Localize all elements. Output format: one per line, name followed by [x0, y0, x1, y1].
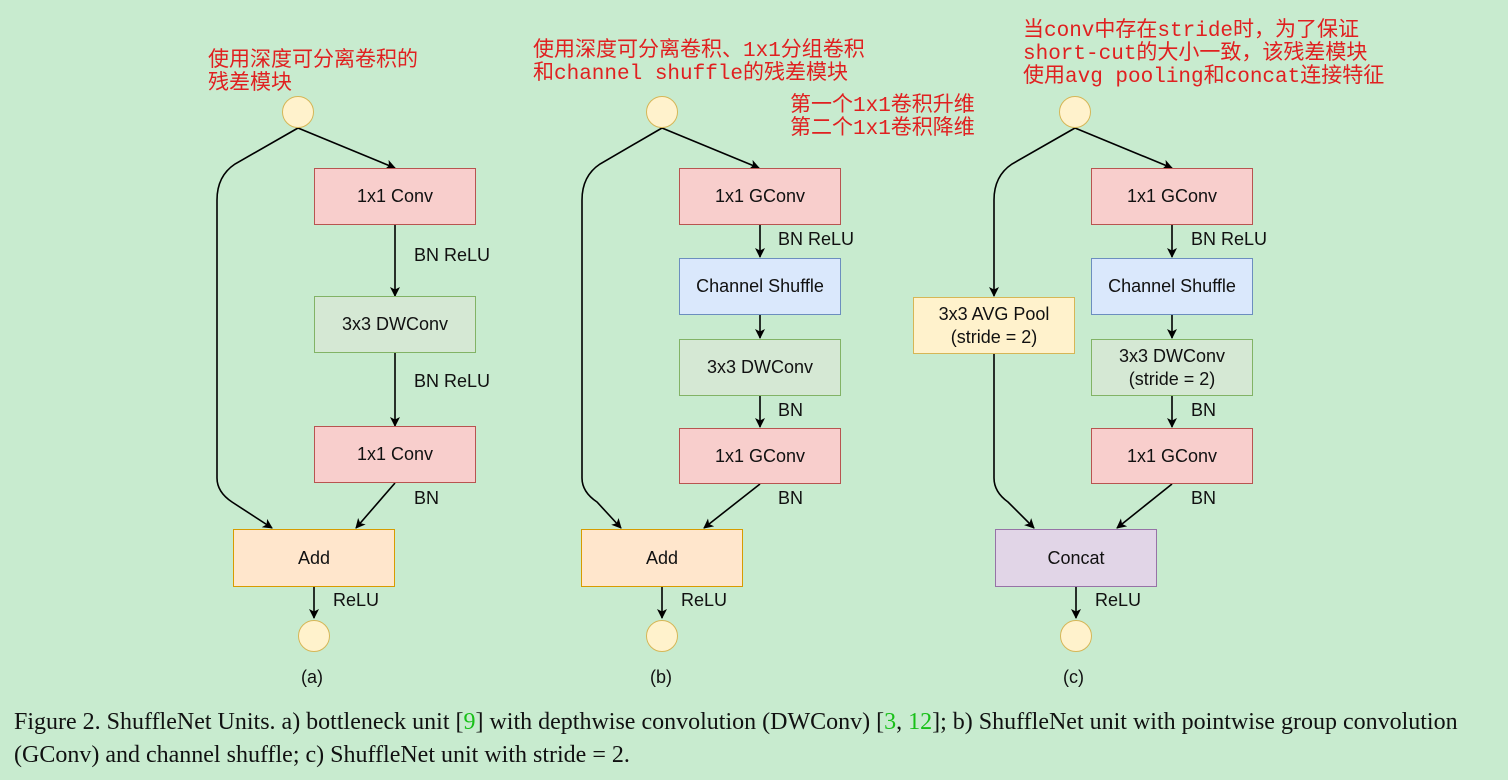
unit-a-input-node	[282, 96, 314, 128]
unit-c-edge4-label: ReLU	[1095, 590, 1142, 610]
edge-a-input-conv1	[297, 127, 396, 170]
edge-c-gconv2-concat	[1116, 483, 1173, 529]
unit-a-add-box: Add	[233, 529, 395, 587]
unit-b-add-box: Add	[581, 529, 743, 587]
annotation-a: 使用深度可分离卷积的 残差模块	[208, 50, 418, 96]
unit-b-edge4-label: ReLU	[681, 590, 728, 610]
unit-b-gconv1-box: 1x1 GConv	[679, 168, 841, 225]
unit-c-output-node	[1060, 620, 1092, 652]
unit-b-edge1-label: BN ReLU	[778, 229, 855, 249]
unit-a-output-node	[298, 620, 330, 652]
edge-b-gconv2-add	[703, 483, 761, 529]
citation-3[interactable]: 3	[884, 709, 897, 735]
unit-b-label: (b)	[650, 667, 672, 687]
unit-c-gconv1-box: 1x1 GConv	[1091, 168, 1253, 225]
unit-a-edge2-label: BN ReLU	[414, 371, 491, 391]
unit-a-dwconv-box: 3x3 DWConv	[314, 296, 476, 353]
unit-c-input-node	[1059, 96, 1091, 128]
edge-a-shortcut	[216, 127, 299, 529]
connector-lines	[216, 127, 1177, 619]
unit-a-edge4-label: ReLU	[333, 590, 380, 610]
edge-c-input-gconv1	[1074, 127, 1173, 170]
unit-b-dwconv-box: 3x3 DWConv	[679, 339, 841, 396]
unit-b-input-node	[646, 96, 678, 128]
edge-c-input-avgpool	[989, 127, 1076, 297]
unit-c-avgpool-box: 3x3 AVG Pool (stride = 2)	[913, 297, 1075, 354]
edge-b-shortcut	[581, 127, 663, 529]
figure-caption: Figure 2. ShuffleNet Units. a) bottlenec…	[14, 709, 1458, 768]
unit-c-gconv2-box: 1x1 GConv	[1091, 428, 1253, 484]
unit-a-conv2-box: 1x1 Conv	[314, 426, 476, 483]
citation-12[interactable]: 12	[908, 709, 933, 735]
citation-9[interactable]: 9	[463, 709, 476, 735]
unit-b-output-node	[646, 620, 678, 652]
unit-a-edge1-label: BN ReLU	[414, 245, 491, 265]
unit-b-edge2-label: BN	[778, 400, 804, 420]
unit-b-shuffle-box: Channel Shuffle	[679, 258, 841, 315]
unit-b-gconv2-box: 1x1 GConv	[679, 428, 841, 484]
unit-a-edge3-label: BN	[414, 488, 440, 508]
unit-c-dwconv-box: 3x3 DWConv (stride = 2)	[1091, 339, 1253, 396]
unit-c-shuffle-box: Channel Shuffle	[1091, 258, 1253, 315]
annotation-c: 当conv中存在stride时，为了保证 short-cut的大小一致，该残差模…	[1023, 20, 1385, 89]
unit-c-label: (c)	[1063, 667, 1084, 687]
unit-c-edge1-label: BN ReLU	[1191, 229, 1268, 249]
unit-b-edge3-label: BN	[778, 488, 804, 508]
unit-c-edge2-label: BN	[1191, 400, 1217, 420]
edge-c-avgpool-concat	[993, 354, 1035, 529]
edge-a-conv2-add	[355, 482, 396, 529]
annotation-b: 使用深度可分离卷积、1x1分组卷积 和channel shuffle的残差模块	[533, 40, 865, 86]
unit-c-concat-box: Concat	[995, 529, 1157, 587]
unit-a-label: (a)	[301, 667, 323, 687]
annotation-b-extra: 第一个1x1卷积升维 第二个1x1卷积降维	[790, 95, 975, 141]
edge-b-input-gconv1	[661, 127, 760, 170]
unit-c-edge3-label: BN	[1191, 488, 1217, 508]
unit-a-conv1-box: 1x1 Conv	[314, 168, 476, 225]
